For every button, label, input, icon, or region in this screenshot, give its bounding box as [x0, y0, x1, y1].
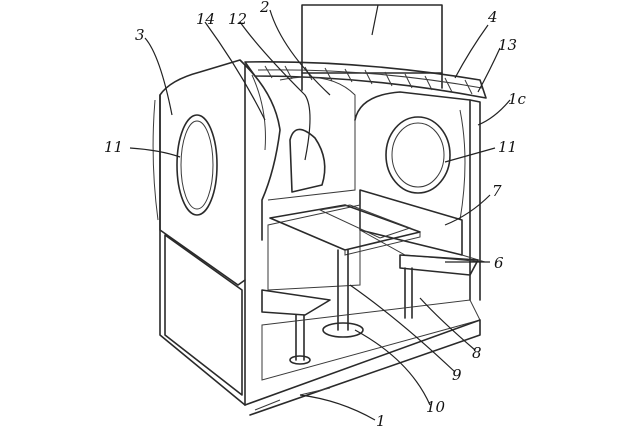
label-13: 13: [498, 36, 517, 54]
table: [270, 205, 420, 337]
back-window: [290, 129, 325, 192]
left-side-wall: [153, 60, 245, 405]
label-11-right: 11: [498, 138, 517, 156]
label-8: 8: [472, 344, 482, 362]
back-wall: [268, 77, 355, 200]
label-6: 6: [494, 254, 504, 272]
left-porthole-window: [177, 115, 217, 215]
label-3: 3: [135, 26, 145, 44]
label-7: 7: [492, 182, 502, 200]
label-12: 12: [228, 10, 247, 28]
label-10: 10: [426, 398, 446, 416]
right-side-wall: [355, 92, 480, 300]
label-11-left: 11: [104, 138, 123, 156]
label-14: 14: [196, 10, 215, 28]
right-bench: [360, 190, 485, 318]
label-1: 1: [376, 412, 386, 427]
right-porthole-window: [386, 117, 450, 193]
left-bench: [262, 290, 330, 364]
label-4: 4: [487, 8, 498, 26]
label-1c: 1c: [508, 90, 527, 108]
label-2: 2: [259, 0, 270, 16]
mesh-panel: [268, 205, 360, 290]
label-9: 9: [452, 366, 462, 384]
